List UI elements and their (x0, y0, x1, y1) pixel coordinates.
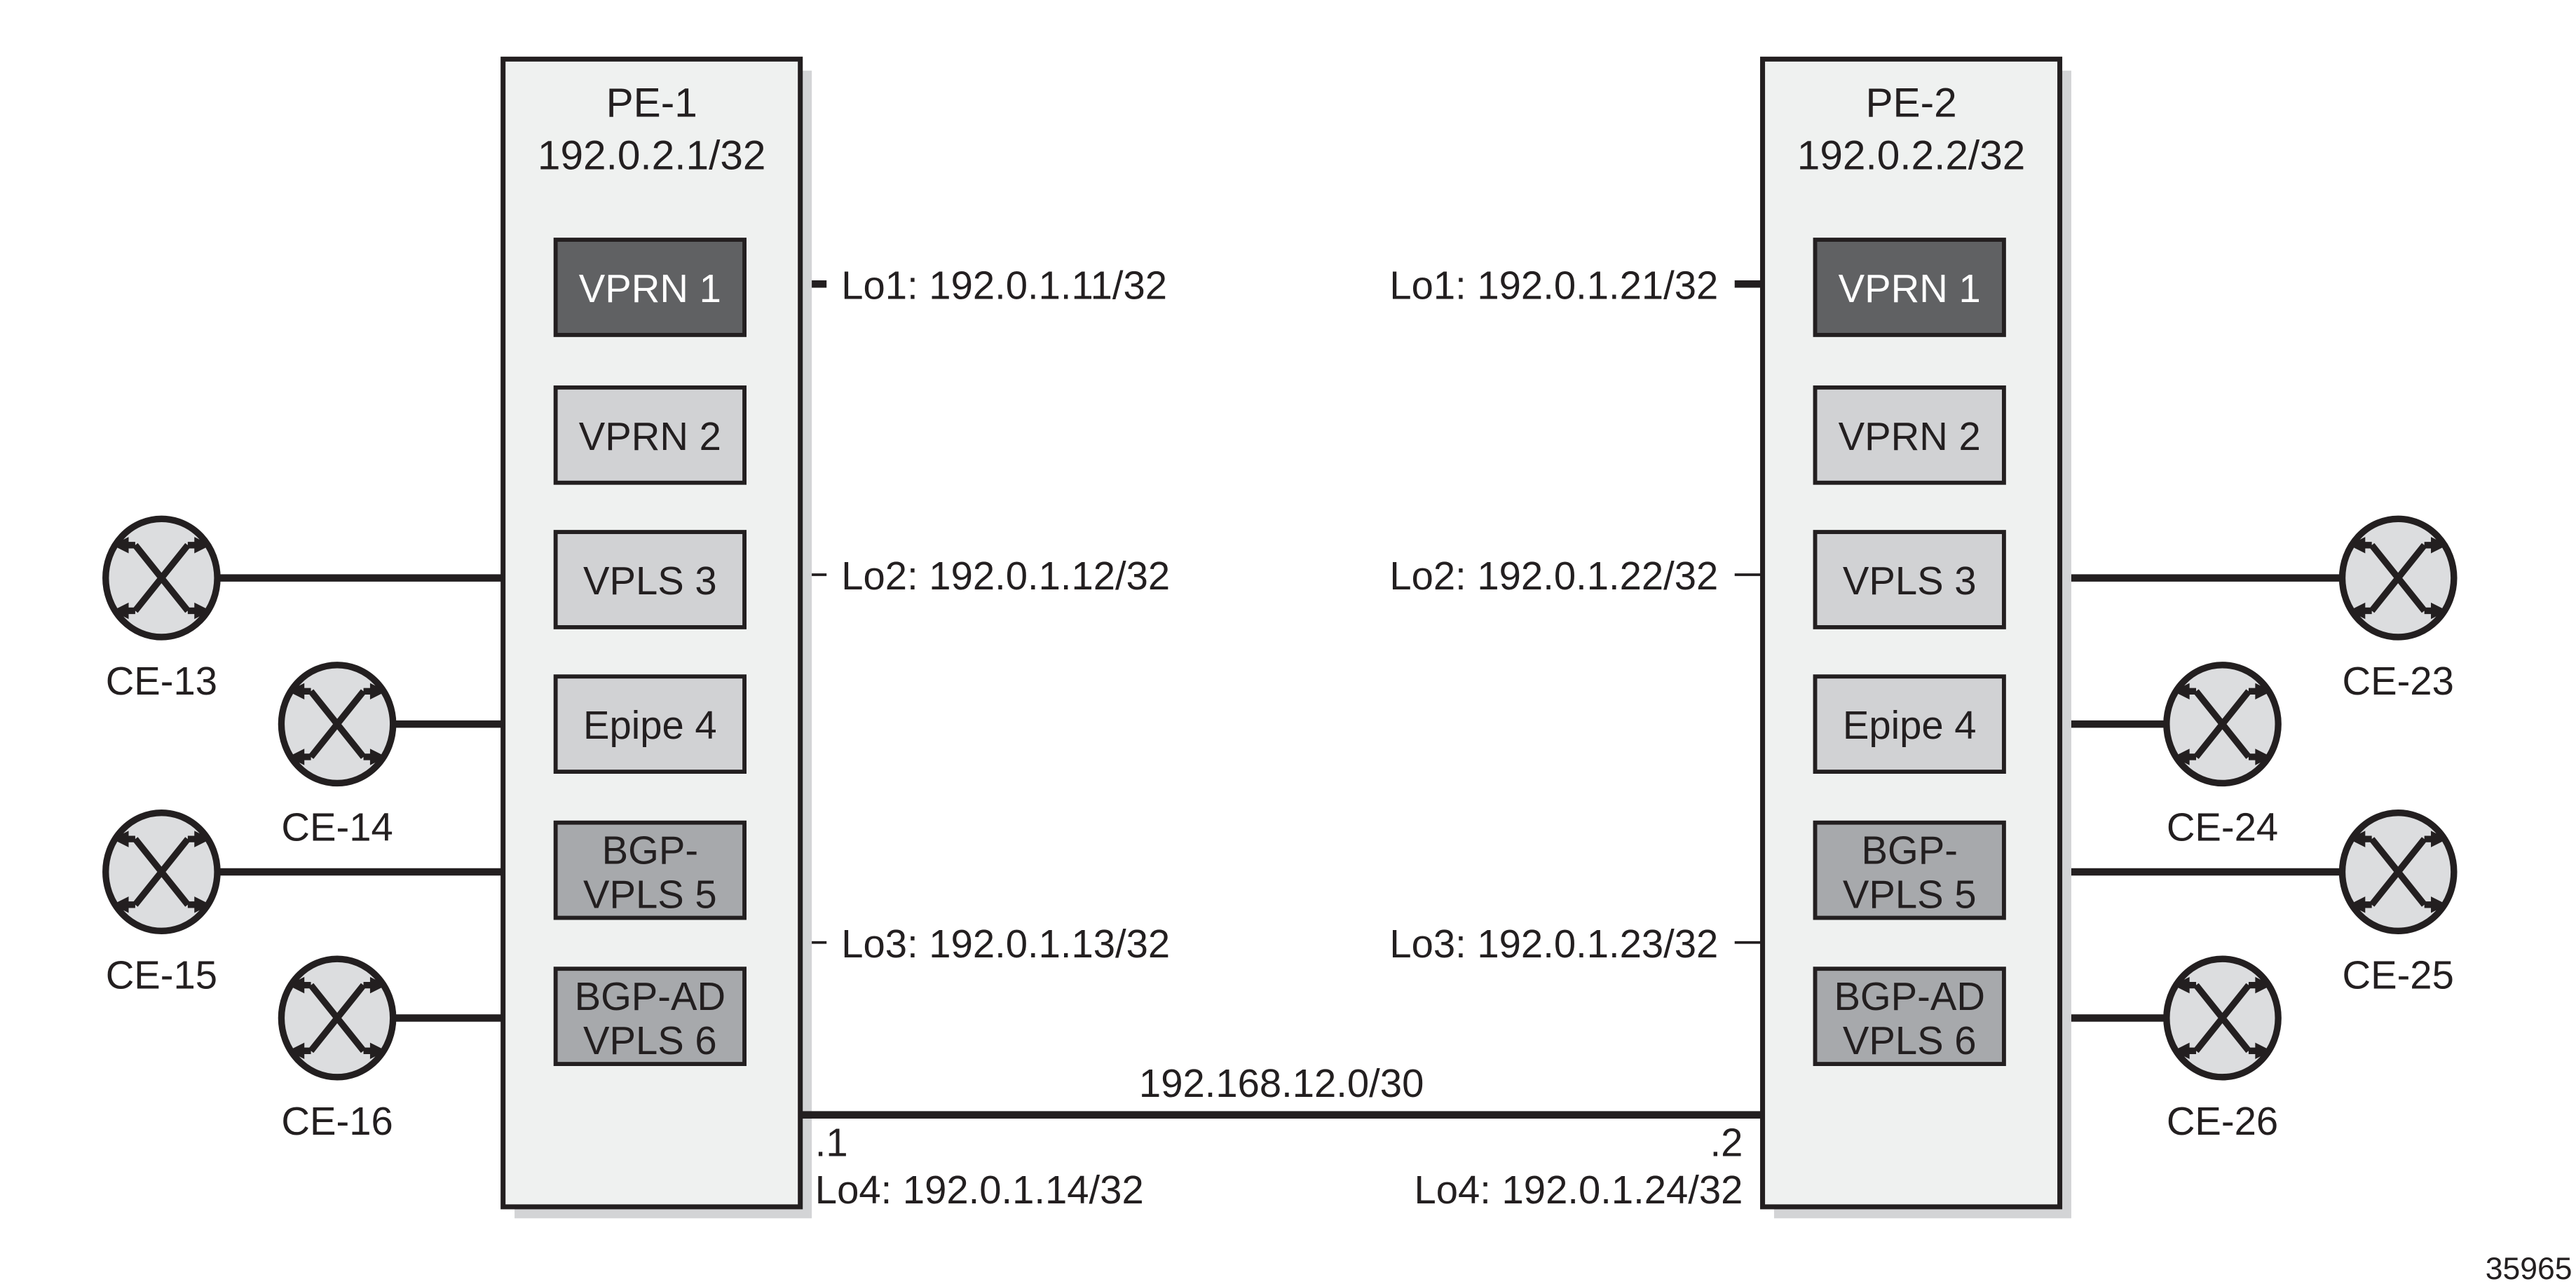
ce-router-icon-ce-14 (278, 662, 397, 787)
router-arrow-icon (2431, 831, 2448, 847)
pe2-service-label: VPLS 6 (1843, 1018, 1977, 1063)
pe2-lo3-label: Lo3: 192.0.1.23/32 (1389, 922, 1718, 966)
pe2-service-vprn-1 (1813, 238, 2006, 337)
pe-layer (500, 56, 2071, 1219)
pe2-service-vprn-2 (1813, 385, 2006, 485)
router-arrow-icon (194, 831, 211, 847)
router-arrow-icon (2255, 683, 2272, 699)
router-arrow-icon (2255, 1042, 2272, 1060)
ce-label-ce-13: CE-13 (106, 659, 217, 703)
pe1-service-epipe-4 (553, 674, 747, 774)
pe1-service-label: VPRN 2 (579, 414, 721, 458)
router-arrow-icon (2431, 602, 2448, 620)
pe1-service-bgp-vpls-5 (553, 820, 747, 920)
router-arrow-icon (2348, 831, 2366, 847)
router-arrow-icon (287, 976, 305, 994)
pe1-service-label: VPRN 1 (579, 266, 721, 310)
pe2-service-label: Epipe 4 (1843, 703, 1977, 747)
ce-label-ce-15: CE-15 (106, 952, 217, 997)
ce-router-icon-ce-16 (278, 955, 397, 1081)
router-arrow-icon (2348, 896, 2366, 913)
router-arrow-icon (194, 602, 211, 620)
router-arrow-icon (287, 1042, 305, 1060)
router-arrow-icon (369, 976, 387, 994)
router-arrow-icon (2348, 602, 2366, 620)
pe2-name: PE-2 (1865, 80, 1956, 125)
pe1-name: PE-1 (606, 80, 697, 125)
pe1-lo3-label: Lo3: 192.0.1.13/32 (841, 922, 1170, 966)
pe2-service-vpls-3 (1813, 530, 2006, 629)
pe2-lo1-label: Lo1: 192.0.1.21/32 (1389, 263, 1718, 307)
ce-router-icon-ce-23 (2338, 515, 2458, 641)
pe1-service-label: BGP-AD (575, 974, 726, 1018)
router-arrow-icon (2173, 1042, 2190, 1060)
pe1-service-vpls-3 (553, 530, 747, 629)
pe1-system-address: 192.0.2.1/32 (538, 132, 766, 178)
router-arrow-icon (2173, 976, 2190, 994)
pe1-service-label: Epipe 4 (583, 703, 717, 747)
pe1-service-label: BGP- (602, 828, 698, 872)
ce-label-ce-16: CE-16 (281, 1099, 393, 1143)
router-arrow-icon (194, 896, 211, 913)
pe2-service-label: BGP-AD (1834, 974, 1985, 1018)
pe2-service-bgp-vpls-5 (1813, 820, 2006, 920)
ce-router-icon-ce-24 (2163, 662, 2282, 787)
router-arrow-icon (112, 602, 129, 620)
router-arrow-icon (287, 749, 305, 765)
pe1-service-vprn-1 (553, 238, 747, 337)
router-arrow-icon (2255, 976, 2272, 994)
pe1-service-vprn-2 (553, 385, 747, 485)
pe2-service-label: VPRN 1 (1839, 266, 1981, 310)
pe2-service-bgp-ad-vpls-6 (1813, 967, 2006, 1067)
pe1-lo4-label: Lo4: 192.0.1.14/32 (815, 1168, 1144, 1212)
router-arrow-icon (369, 1042, 387, 1060)
pe2-lo2-label: Lo2: 192.0.1.22/32 (1389, 554, 1718, 598)
figure-number: 35965 (2486, 1252, 2572, 1284)
pe1-service-bgp-ad-vpls-6 (553, 967, 747, 1067)
router-arrow-icon (194, 537, 211, 554)
pe2-service-epipe-4 (1813, 674, 2006, 774)
router-arrow-icon (2431, 537, 2448, 554)
pe2-lo4-label: Lo4: 192.0.1.24/32 (1415, 1168, 1743, 1212)
ce-router-icon-ce-26 (2163, 955, 2282, 1081)
link-subnet-label: 192.168.12.0/30 (1139, 1061, 1424, 1105)
ce-router-icon-ce-13 (102, 515, 221, 641)
pe1-link-host-label: .1 (815, 1120, 848, 1164)
ce-label-ce-23: CE-23 (2342, 659, 2453, 703)
ce-layer (102, 515, 2458, 1081)
router-arrow-icon (369, 749, 387, 765)
router-arrow-icon (287, 683, 305, 699)
ce-label-ce-25: CE-25 (2342, 952, 2453, 997)
router-arrow-icon (369, 683, 387, 699)
router-arrow-icon (2348, 537, 2366, 554)
pe2-system-address: 192.0.2.2/32 (1797, 132, 2026, 178)
pe2-service-label: BGP- (1861, 828, 1957, 872)
router-arrow-icon (2431, 896, 2448, 913)
ce-router-icon-ce-15 (102, 809, 221, 935)
ce-label-ce-26: CE-26 (2167, 1099, 2278, 1143)
pe2-service-label: VPLS 3 (1843, 559, 1977, 603)
router-arrow-icon (2173, 683, 2190, 699)
pe1-lo2-label: Lo2: 192.0.1.12/32 (841, 554, 1170, 598)
pe1-service-label: VPLS 5 (583, 873, 717, 917)
router-arrow-icon (2173, 749, 2190, 765)
router-arrow-icon (2255, 749, 2272, 765)
ce-router-icon-ce-25 (2338, 809, 2458, 935)
pe2-service-label: VPRN 2 (1839, 414, 1981, 458)
pe2-link-host-label: .2 (1710, 1120, 1743, 1164)
pe1-service-label: VPLS 3 (583, 559, 717, 603)
router-arrow-icon (112, 831, 129, 847)
router-arrow-icon (112, 896, 129, 913)
router-arrow-icon (112, 537, 129, 554)
pe2-service-label: VPLS 5 (1843, 873, 1977, 917)
ce-label-ce-24: CE-24 (2167, 805, 2278, 849)
ce-label-ce-14: CE-14 (281, 805, 393, 849)
pe1-service-label: VPLS 6 (583, 1018, 717, 1063)
pe1-lo1-label: Lo1: 192.0.1.11/32 (841, 263, 1167, 307)
